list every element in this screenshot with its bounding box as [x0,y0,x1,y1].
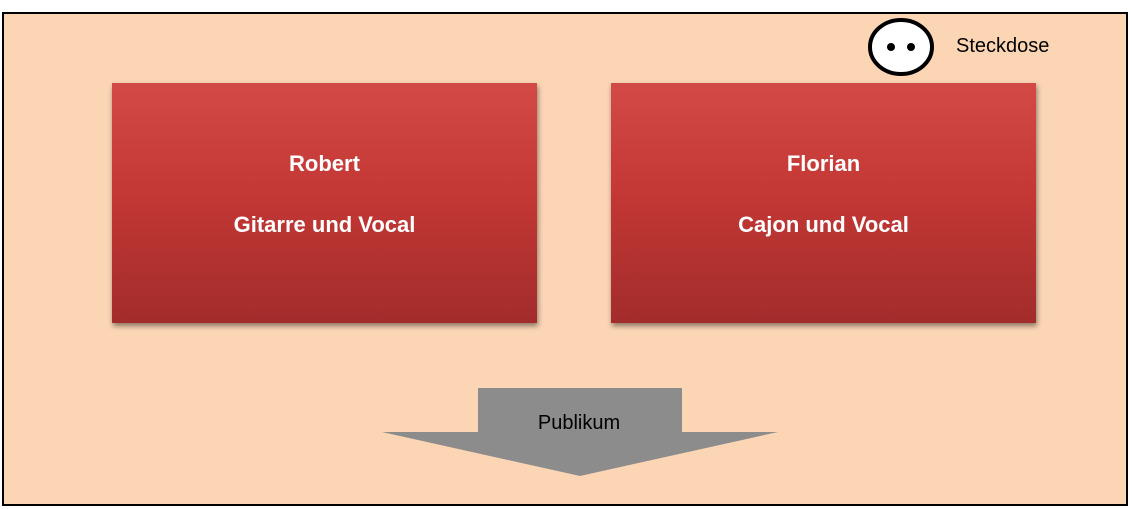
power-socket-icon [868,18,934,76]
musician-role: Cajon und Vocal [738,212,909,237]
stage-area: Robert Gitarre und Vocal Florian Cajon u… [2,12,1128,506]
musician-box-robert: Robert Gitarre und Vocal [112,83,537,323]
audience-label: Publikum [537,412,621,434]
musician-name: Robert [289,151,360,176]
musician-box-florian: Florian Cajon und Vocal [611,83,1036,323]
musician-role: Gitarre und Vocal [233,212,416,237]
socket-label: Steckdose [956,35,1050,57]
down-arrow-icon [382,388,778,476]
musician-name: Florian [786,151,861,176]
